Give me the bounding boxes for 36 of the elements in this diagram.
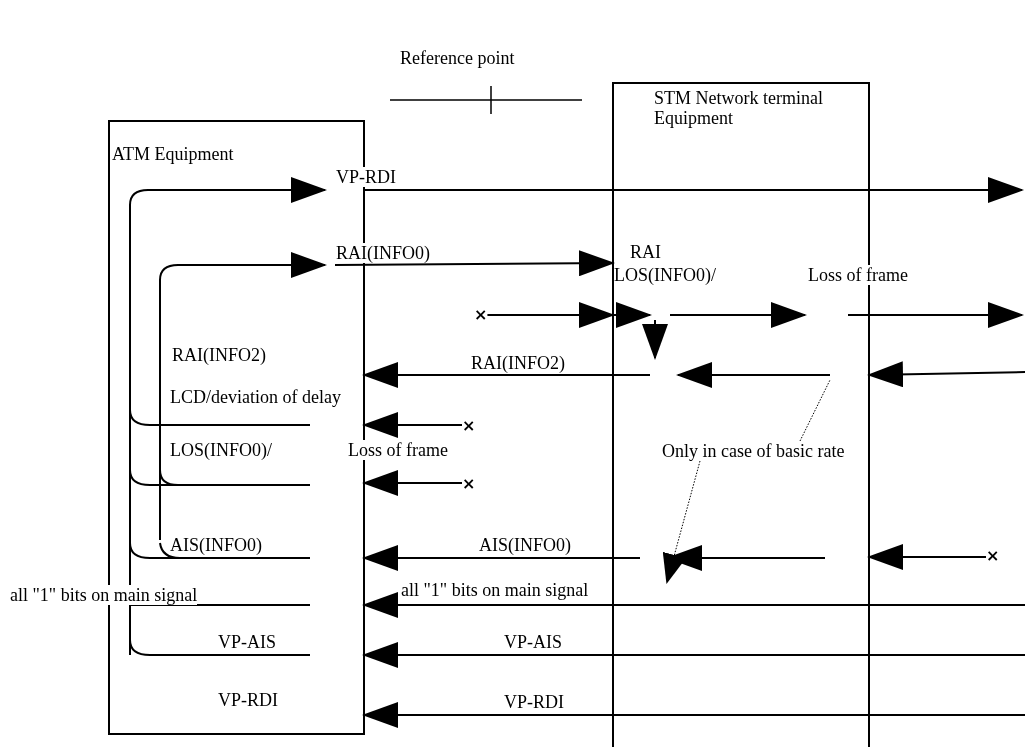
edge-label: AIS(INFO0)	[478, 535, 572, 555]
arrow	[362, 362, 651, 388]
arrow	[486, 302, 615, 328]
arrow	[334, 250, 615, 277]
cross-mark: ×	[986, 546, 1000, 566]
arrow	[362, 592, 1026, 618]
leader-line	[799, 379, 831, 442]
edge-label: RAI(INFO2)	[470, 353, 566, 373]
signal-label: RAI(INFO2)	[172, 345, 266, 365]
edge-label: VP-RDI	[335, 167, 397, 187]
equipment-title: ATM Equipment	[112, 144, 234, 164]
edge-label: RAI(INFO0)	[335, 243, 431, 263]
edge-label: all "1" bits on main signal	[400, 580, 590, 600]
arrow	[362, 702, 1026, 728]
signal-label: Loss of frame	[348, 440, 448, 460]
arrow	[362, 470, 463, 496]
note-text: Only in case of basic rate	[662, 441, 845, 461]
leader-line	[662, 460, 701, 584]
arrow	[867, 544, 987, 570]
signal-label: all "1" bits on main signal	[10, 585, 198, 605]
arrow	[362, 545, 641, 571]
arrow	[362, 642, 1026, 668]
cross-mark: ×	[474, 305, 488, 325]
equipment-title: STM Network terminal Equipment	[654, 88, 824, 128]
arrow	[867, 361, 1026, 388]
signal-label: LCD/deviation of delay	[170, 387, 341, 407]
arrow	[847, 302, 1024, 328]
signal-label: Loss of frame	[808, 265, 908, 285]
cross-mark: ×	[462, 474, 476, 494]
arrow	[362, 412, 463, 438]
signal-label: LOS(INFO0)/	[170, 440, 272, 460]
arrow	[363, 177, 1024, 203]
signal-label: LOS(INFO0)/	[614, 265, 716, 285]
cross-mark: ×	[462, 416, 476, 436]
signal-label: AIS(INFO0)	[170, 535, 262, 555]
reference-label: Reference point	[400, 48, 515, 68]
